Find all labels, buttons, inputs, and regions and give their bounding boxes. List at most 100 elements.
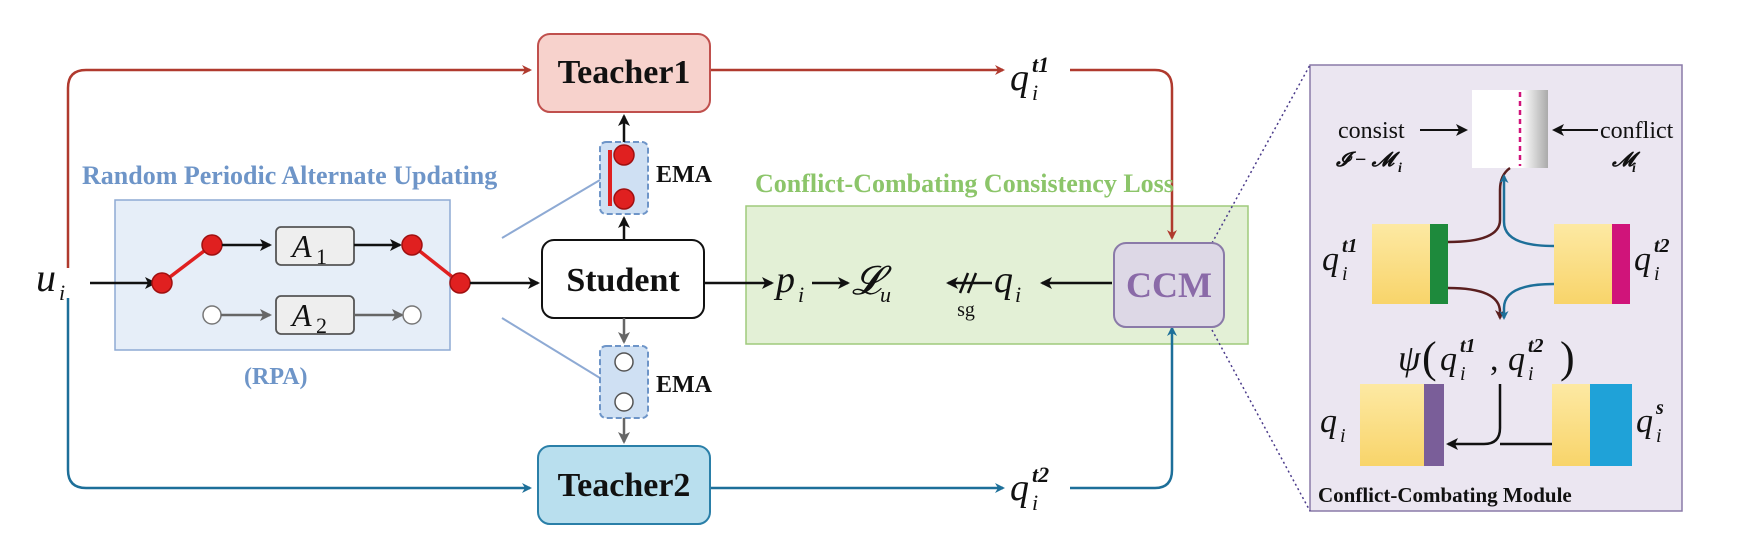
teacher2-input-arrow xyxy=(66,298,532,493)
svg-text:i: i xyxy=(1015,282,1021,307)
svg-text:q: q xyxy=(1010,57,1029,99)
svg-text:1: 1 xyxy=(316,244,327,269)
a2-label: A 2 xyxy=(290,297,327,338)
svg-text:q: q xyxy=(1320,403,1337,440)
a1-label: A 1 xyxy=(290,228,327,269)
qt1-to-ccm-arrow xyxy=(1070,68,1177,240)
ema-top-node-2 xyxy=(613,188,635,210)
sg-slash-1 xyxy=(958,272,970,294)
svg-text:i: i xyxy=(1032,490,1038,515)
consist-expr: 𝓘 − 𝓜 xyxy=(1335,149,1401,171)
svg-text:i: i xyxy=(1656,425,1662,447)
teacher2-box xyxy=(537,445,711,525)
module-title: Conflict-Combating Module xyxy=(1318,483,1572,507)
module-qs-symbol: q i s xyxy=(1636,397,1664,447)
teacher1-input-arrow xyxy=(66,65,532,268)
a2-box xyxy=(275,295,355,335)
qs-block-bar xyxy=(1590,384,1632,466)
psi-formula: ψ ( q i t1 , q i t2 ) xyxy=(1398,333,1575,385)
svg-text:t2: t2 xyxy=(1654,235,1670,257)
zoom-line-bottom xyxy=(1211,329,1311,512)
consist-label: consist xyxy=(1338,118,1405,144)
svg-text:ψ: ψ xyxy=(1398,338,1421,378)
module-qt2-symbol: q i t2 xyxy=(1634,235,1670,285)
rpa-red-node-1 xyxy=(151,272,173,294)
qt2-block-bar xyxy=(1612,224,1630,304)
module-qt1-symbol: q i t1 xyxy=(1322,235,1358,285)
svg-text:q: q xyxy=(994,259,1013,301)
qt2-to-ccm-arrow xyxy=(1070,326,1177,490)
svg-text:i: i xyxy=(1528,363,1534,385)
svg-text:u: u xyxy=(880,282,891,307)
rpa-gray-node-2 xyxy=(402,305,422,325)
svg-text:i: i xyxy=(1342,263,1348,285)
qt2-to-mask-curve xyxy=(1499,174,1555,248)
conflict-expr: 𝓜 xyxy=(1611,149,1641,171)
svg-text:t1: t1 xyxy=(1342,235,1358,257)
svg-text:q: q xyxy=(1440,341,1457,378)
svg-text:A: A xyxy=(290,297,312,333)
svg-text:p: p xyxy=(773,259,795,301)
svg-text:q: q xyxy=(1636,403,1653,440)
svg-text:t2: t2 xyxy=(1528,335,1544,357)
ema-bottom-node-1 xyxy=(614,352,634,372)
rpa-abbr: (RPA) xyxy=(244,364,308,390)
svg-text:q: q xyxy=(1010,467,1029,509)
svg-text:i: i xyxy=(798,282,804,307)
svg-text:i: i xyxy=(1340,425,1346,447)
svg-text:i: i xyxy=(1460,363,1466,385)
ema-bottom-box xyxy=(599,345,649,419)
teacher2-label: Teacher2 xyxy=(558,467,691,504)
qt1-symbol: q i t1 xyxy=(1010,52,1049,105)
svg-text:t1: t1 xyxy=(1032,52,1049,77)
qt2-to-psi-curve xyxy=(1499,282,1555,320)
student-label: Student xyxy=(566,262,680,299)
sg-slash-2 xyxy=(966,272,978,294)
mask-white-segment xyxy=(1472,90,1522,168)
qt1-to-mask-curve xyxy=(1447,166,1511,244)
a1-box xyxy=(275,226,355,266)
ema-bottom-label: EMA xyxy=(656,372,713,398)
teacher1-box xyxy=(537,33,711,113)
rpa-red-node-2 xyxy=(201,234,223,256)
rpa-ema-link-bottom xyxy=(501,317,601,379)
rpa-ema-link-top xyxy=(501,179,601,239)
loss-title: Conflict-Combating Consistency Loss xyxy=(755,169,1174,198)
svg-text:i: i xyxy=(59,280,65,305)
zoom-line-top xyxy=(1211,64,1311,244)
svg-text:i: i xyxy=(1654,263,1660,285)
sg-label: sg xyxy=(957,299,975,321)
qt1-block-bar xyxy=(1430,224,1448,304)
consist-expr-sub: i xyxy=(1398,161,1402,176)
ccm-box xyxy=(1113,242,1225,328)
ema-top-node-1 xyxy=(613,144,635,166)
svg-text:2: 2 xyxy=(316,313,327,338)
teacher1-label: Teacher1 xyxy=(558,54,691,91)
rpa-red-node-3 xyxy=(401,234,423,256)
p-symbol: p i xyxy=(773,259,804,307)
psi-to-qi-arrow xyxy=(1446,384,1502,450)
svg-text:(: ( xyxy=(1422,333,1437,382)
mask-gray-segment xyxy=(1522,90,1548,168)
qt2-symbol: q i t2 xyxy=(1010,462,1049,515)
q-symbol: q i xyxy=(994,259,1021,307)
svg-text:s: s xyxy=(1655,397,1664,419)
svg-text:t2: t2 xyxy=(1032,462,1049,487)
svg-text:A: A xyxy=(290,228,312,264)
svg-text:t1: t1 xyxy=(1460,335,1476,357)
ema-top-label: EMA xyxy=(656,162,713,188)
svg-text:q: q xyxy=(1634,241,1651,278)
rpa-red-node-4 xyxy=(449,272,471,294)
conflict-expr-sub: i xyxy=(1632,161,1636,176)
ccm-label: CCM xyxy=(1126,265,1212,305)
rpa-title: Random Periodic Alternate Updating xyxy=(82,161,497,190)
rpa-gray-node-1 xyxy=(202,305,222,325)
svg-text:): ) xyxy=(1560,333,1575,382)
conflict-label: conflict xyxy=(1600,118,1674,144)
svg-text:u: u xyxy=(36,255,56,300)
svg-text:,: , xyxy=(1490,341,1499,378)
ema-bottom-node-2 xyxy=(614,392,634,412)
svg-text:q: q xyxy=(1322,241,1339,278)
qi-block-bar xyxy=(1424,384,1444,466)
